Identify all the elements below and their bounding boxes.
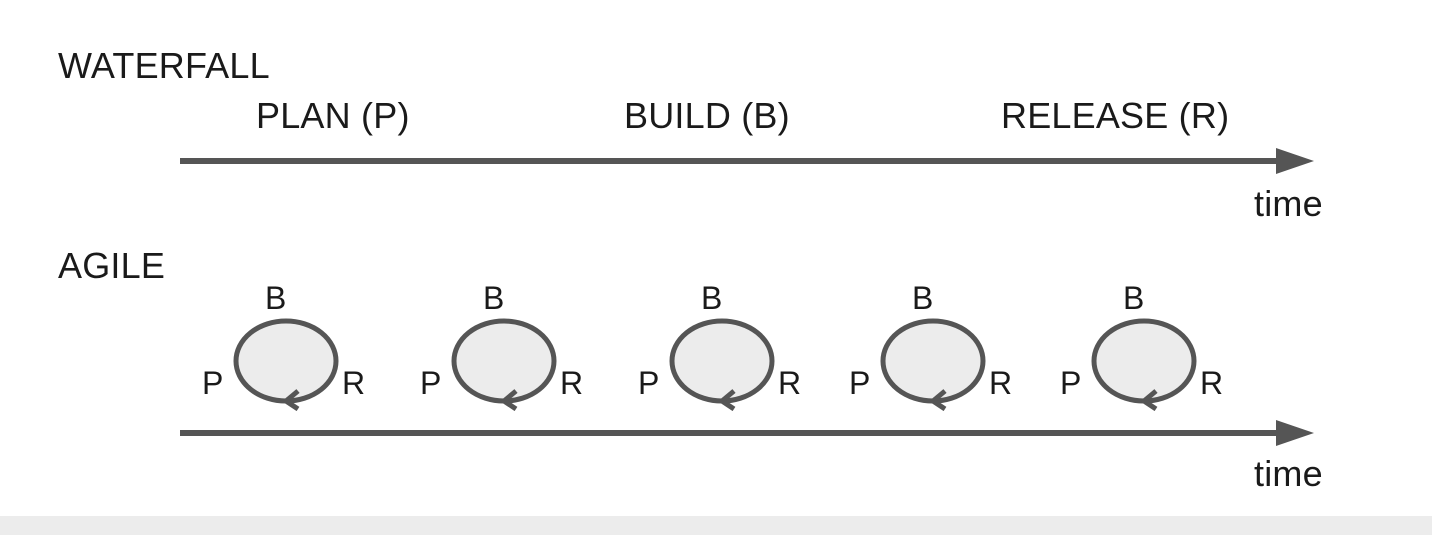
agile-iteration-5: B P R	[1060, 281, 1240, 411]
cycle-loop-icon	[880, 318, 986, 411]
agile-time-label: time	[1254, 453, 1323, 494]
phase-plan-label: PLAN (P)	[256, 95, 410, 136]
iteration-plan-label: P	[638, 365, 660, 401]
iteration-build-label: B	[265, 280, 287, 316]
agile-iteration-1: B P R	[202, 281, 382, 411]
iteration-build-label: B	[483, 280, 505, 316]
cycle-loop-icon	[451, 318, 557, 411]
bottom-strip	[0, 516, 1432, 535]
agile-iteration-3: B P R	[638, 281, 818, 411]
waterfall-time-label: time	[1254, 183, 1323, 224]
iteration-release-label: R	[778, 365, 802, 401]
cycle-loop-icon	[669, 318, 775, 411]
iteration-build-label: B	[1123, 280, 1145, 316]
iteration-plan-label: P	[420, 365, 442, 401]
waterfall-time-arrow	[180, 148, 1314, 174]
agile-title: AGILE	[58, 245, 166, 286]
agile-iteration-2: B P R	[420, 281, 600, 411]
iteration-release-label: R	[560, 365, 584, 401]
iteration-release-label: R	[342, 365, 366, 401]
agile-iteration-4: B P R	[849, 281, 1029, 411]
iteration-plan-label: P	[202, 365, 224, 401]
iteration-release-label: R	[1200, 365, 1224, 401]
iteration-plan-label: P	[849, 365, 871, 401]
iteration-release-label: R	[989, 365, 1013, 401]
phase-build-label: BUILD (B)	[624, 95, 790, 136]
cycle-loop-icon	[233, 318, 339, 411]
iteration-build-label: B	[701, 280, 723, 316]
phase-release-label: RELEASE (R)	[1001, 95, 1230, 136]
waterfall-title: WATERFALL	[58, 45, 270, 86]
iteration-plan-label: P	[1060, 365, 1082, 401]
iteration-build-label: B	[912, 280, 934, 316]
cycle-loop-icon	[1091, 318, 1197, 411]
agile-time-arrow	[180, 420, 1314, 446]
